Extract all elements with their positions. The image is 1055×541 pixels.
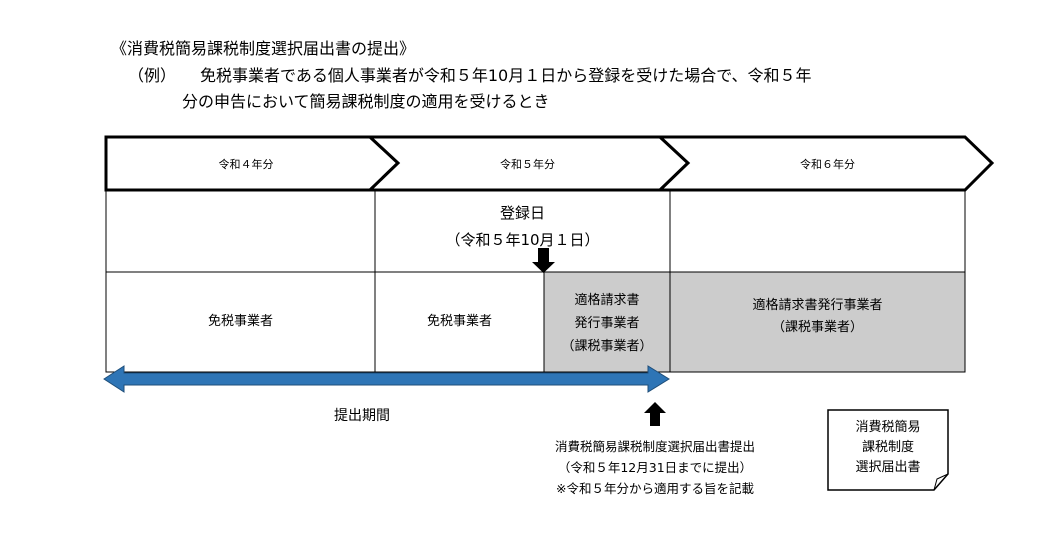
document-line2: 課税制度 (861, 440, 914, 455)
status-text-line3: （課税事業者） (561, 338, 653, 354)
status-text: 免税事業者 (426, 314, 492, 329)
submission-notes: 消費税簡易課税制度選択届出書提出 （令和５年12月31日までに提出） ※令和５年… (500, 436, 810, 499)
registration-info: 登録日 （令和５年10月１日） (375, 200, 670, 254)
status-text: 免税事業者 (207, 314, 273, 329)
status-cell-r6: 適格請求書発行事業者 （課税事業者） (670, 272, 965, 362)
year-label-r5: 令和５年分 (500, 158, 555, 171)
document-fold-icon (933, 473, 949, 491)
notes-line3: ※令和５年分から適用する旨を記載 (556, 481, 754, 496)
document-line3: 選択届出書 (855, 460, 921, 475)
status-cell-r5-early: 免税事業者 (375, 272, 544, 372)
cell-shaded-r6 (670, 272, 965, 372)
period-double-arrow (103, 365, 670, 393)
example-text-line2: 分の申告において簡易課税制度の適用を受けるとき (182, 92, 550, 111)
notes-line1: 消費税簡易課税制度選択届出書提出 (554, 439, 755, 454)
status-text-line1: 適格請求書 (574, 292, 640, 308)
cell-shaded-r5-late (544, 272, 670, 372)
diagram-title: 《消費税簡易課税制度選択届出書の提出》 (111, 39, 416, 58)
notes-line2: （令和５年12月31日までに提出） (557, 460, 753, 475)
registration-date: （令和５年10月１日） (445, 231, 600, 249)
status-text-line2: 発行事業者 (574, 315, 640, 331)
document-line1: 消費税簡易 (855, 420, 921, 435)
year-label-r4: 令和４年分 (218, 158, 274, 171)
submission-up-arrow-icon (644, 402, 666, 426)
registration-down-arrow-icon (532, 248, 555, 273)
example-text-line1: 免税事業者である個人事業者が令和５年10月１日から登録を受けた場合で、令和５年 (200, 66, 812, 85)
registration-label: 登録日 (499, 204, 545, 222)
status-text-line2: （課税事業者） (771, 320, 863, 335)
status-cell-r4: 免税事業者 (106, 272, 375, 372)
example-label: （例） (128, 66, 177, 85)
document-label: 消費税簡易 課税制度 選択届出書 (828, 418, 948, 478)
filing-period-label: 提出期間 (334, 408, 390, 424)
status-text-line1: 適格請求書発行事業者 (752, 298, 883, 313)
document-icon (827, 409, 949, 491)
year-label-r6: 令和６年分 (800, 158, 855, 171)
status-cell-r5-late: 適格請求書 発行事業者 （課税事業者） (544, 283, 670, 363)
year-chevron-r6 (656, 135, 995, 192)
